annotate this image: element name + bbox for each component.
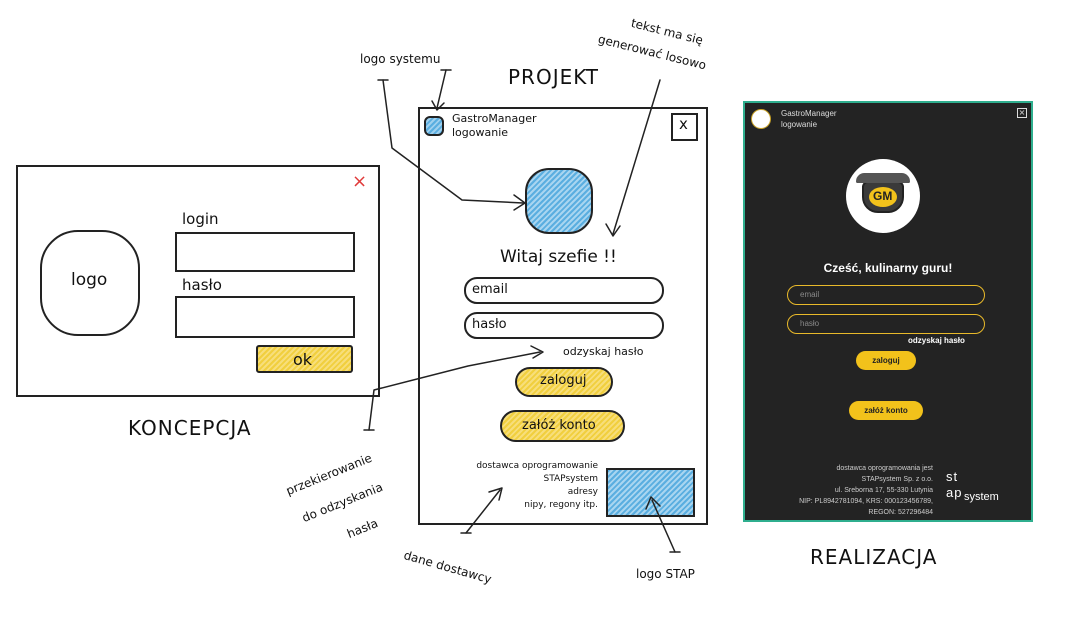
project-password-placeholder: hasło [472, 317, 507, 332]
final-login-button[interactable]: zaloguj [856, 351, 916, 370]
concept-login-input[interactable] [175, 232, 355, 272]
final-logo-text: GM [873, 189, 893, 203]
project-vendor-line-4: nipy, regony itp. [524, 500, 598, 510]
project-register-label: załóż konto [522, 418, 596, 433]
project-recover-link[interactable]: odzyskaj hasło [563, 345, 644, 358]
arrow-vendor-data [465, 489, 501, 534]
final-vendor-line-2: STAPsystem Sp. z o.o. [861, 476, 933, 483]
project-vendor-line-3: adresy [567, 487, 598, 497]
final-email-input[interactable]: email [787, 285, 985, 305]
concept-close-icon[interactable]: × [352, 171, 368, 192]
annotation-stap-logo: logo STAP [636, 567, 695, 581]
project-email-input[interactable] [464, 277, 664, 304]
project-stap-logo-placeholder [606, 468, 695, 517]
final-stap-logo-word: system [964, 491, 999, 503]
project-close-button[interactable] [671, 113, 698, 141]
arrow-redirect [368, 351, 541, 431]
project-password-input[interactable] [464, 312, 664, 339]
arrow-random-text [612, 79, 661, 235]
final-logo-badge [869, 187, 897, 207]
project-login-button[interactable] [515, 367, 613, 397]
project-vendor-line-2: STAPsystem [543, 474, 598, 484]
realizacja-title: REALIZACJA [810, 545, 938, 569]
final-app-icon [751, 109, 771, 129]
concept-window [16, 165, 380, 397]
final-greeting: Cześć, kulinarny guru! [823, 261, 953, 275]
concept-logo-label: logo [71, 270, 108, 290]
final-app-name: GastroManager [781, 109, 837, 118]
project-email-placeholder: email [472, 282, 508, 297]
concept-login-label: login [182, 210, 219, 228]
arrow-big-logo [382, 79, 524, 204]
final-stap-logo-top: st [946, 469, 959, 484]
final-close-icon[interactable]: × [1017, 108, 1027, 118]
project-close-icon: x [679, 115, 688, 133]
final-logo-pot [862, 181, 904, 213]
project-subtitle: logowanie [452, 126, 509, 139]
final-vendor-line-3: ul. Sreborna 17, 55-330 Lutynia [834, 487, 933, 494]
arrow-logo-systemu [436, 69, 447, 109]
final-subtitle: logowanie [781, 120, 818, 129]
project-app-icon [424, 116, 444, 136]
arrow-stap-logo [651, 499, 676, 553]
project-register-button[interactable] [500, 410, 625, 442]
final-vendor-line-1: dostawca oprogramowania jest [836, 465, 934, 472]
final-email-placeholder: email [800, 290, 820, 299]
final-recover-link[interactable]: odzyskaj hasło [908, 336, 965, 345]
final-vendor-line-4: NIP: PL8942781094, KRS: 000123456789, [799, 498, 933, 505]
project-app-name: GastroManager [452, 112, 537, 125]
concept-logo-placeholder [40, 230, 140, 336]
concept-ok-button[interactable] [256, 345, 353, 373]
final-password-placeholder: hasło [800, 319, 820, 328]
concept-password-input[interactable] [175, 296, 355, 338]
final-password-input[interactable]: hasło [787, 314, 985, 334]
project-window [418, 107, 708, 525]
final-window: GastroManager logowanie × GM Cześć, kuli… [743, 101, 1033, 522]
final-stap-logo-bottom: ap [946, 485, 963, 500]
project-greeting: Witaj szefie !! [500, 247, 617, 267]
final-vendor-line-5: REGON: 527296484 [868, 509, 933, 516]
koncepcja-title: KONCEPCJA [128, 416, 252, 440]
projekt-title: PROJEKT [508, 65, 600, 89]
final-logo-lid [856, 173, 910, 183]
final-register-button[interactable]: załóż konto [849, 401, 923, 420]
project-vendor-line-1: dostawca oprogramowanie [476, 461, 598, 471]
concept-ok-label: ok [293, 350, 313, 369]
project-login-label: zaloguj [540, 373, 587, 388]
annotation-logo-systemu: logo systemu [360, 52, 441, 66]
project-logo-placeholder [525, 168, 593, 234]
concept-password-label: hasło [182, 276, 222, 294]
